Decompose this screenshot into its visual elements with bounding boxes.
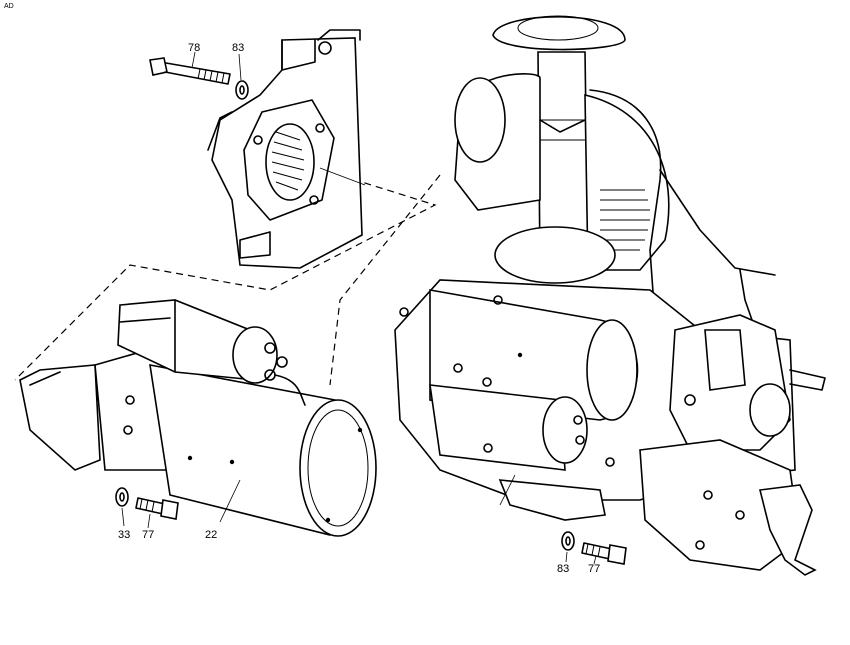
engine-assembly xyxy=(394,15,826,576)
callout-78: 78 xyxy=(188,42,201,54)
bolt-77-right xyxy=(581,542,627,565)
mounting-flange xyxy=(207,29,366,269)
starter-motor-22 xyxy=(19,299,377,537)
bolt-77-left xyxy=(135,497,179,529)
corner-mark: AD xyxy=(4,3,14,10)
callout-77-left: 77 xyxy=(142,529,155,541)
washer-33 xyxy=(115,487,129,527)
callout-22: 22 xyxy=(205,529,218,541)
callout-83-bottom: 83 xyxy=(557,563,570,575)
callout-33: 33 xyxy=(118,529,131,541)
callout-77-right: 77 xyxy=(588,563,601,575)
bolt-78 xyxy=(149,51,231,85)
washer-83-bottom xyxy=(561,531,575,563)
washer-83-top xyxy=(235,53,249,100)
dashed-assembly-lines xyxy=(14,171,441,386)
callout-83-top: 83 xyxy=(232,42,245,54)
